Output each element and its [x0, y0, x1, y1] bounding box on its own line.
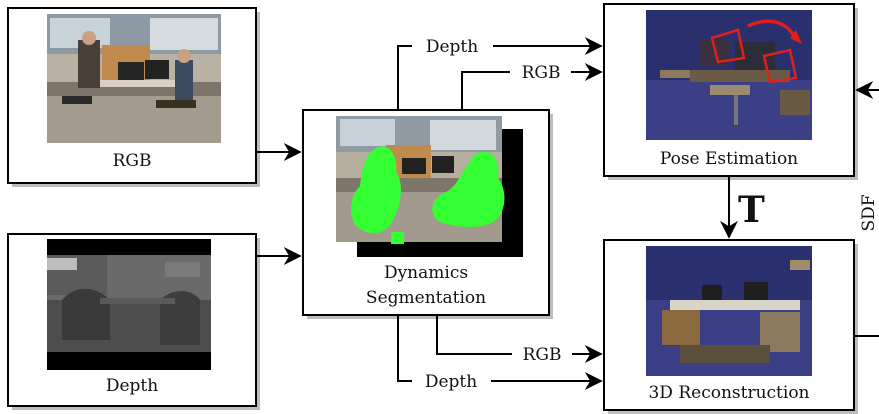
pose-estimation-label: Pose Estimation — [660, 149, 798, 169]
pose-estimation-box: Pose Estimation — [603, 3, 858, 180]
edge-seg-to-recon-rgb: RGB — [436, 315, 603, 365]
segmentation-box: Dynamics Segmentation — [302, 109, 553, 319]
edge-label-rgb-bottom: RGB — [523, 345, 562, 365]
sdf-label: SDF — [859, 194, 879, 231]
camera-pose-frame-2 — [762, 48, 798, 84]
reconstruction-box: 3D Reconstruction — [603, 239, 858, 414]
edge-recon-to-pose: SDF — [854, 81, 879, 337]
rgb-input-label: RGB — [113, 151, 152, 171]
rgb-input-box: RGB — [7, 7, 260, 187]
depth-map-image — [47, 239, 211, 370]
segmentation-label-line2: Segmentation — [366, 288, 486, 308]
pose-reconstruction-image — [646, 10, 812, 140]
segmentation-image — [336, 116, 523, 257]
reconstruction-image — [646, 246, 812, 376]
segmentation-mask-right — [432, 151, 505, 227]
transform-label: T — [738, 189, 765, 231]
segmentation-label-line1: Dynamics — [384, 263, 468, 283]
edge-label-rgb-top: RGB — [522, 63, 561, 83]
camera-pose-frame-1 — [710, 28, 746, 64]
edge-label-depth-top: Depth — [426, 37, 478, 57]
segmentation-mask-left — [351, 146, 401, 234]
edge-pose-to-recon: T — [720, 176, 765, 239]
edge-label-depth-bottom: Depth — [425, 372, 477, 392]
reconstruction-label: 3D Reconstruction — [648, 383, 809, 403]
edge-seg-to-pose-rgb: RGB — [461, 63, 603, 110]
edge-seg-to-recon-depth: Depth — [397, 315, 603, 392]
depth-input-label: Depth — [106, 376, 158, 396]
edge-seg-to-pose-depth: Depth — [397, 37, 603, 110]
depth-input-box: Depth — [7, 233, 260, 410]
rgb-office-photo — [47, 14, 221, 143]
